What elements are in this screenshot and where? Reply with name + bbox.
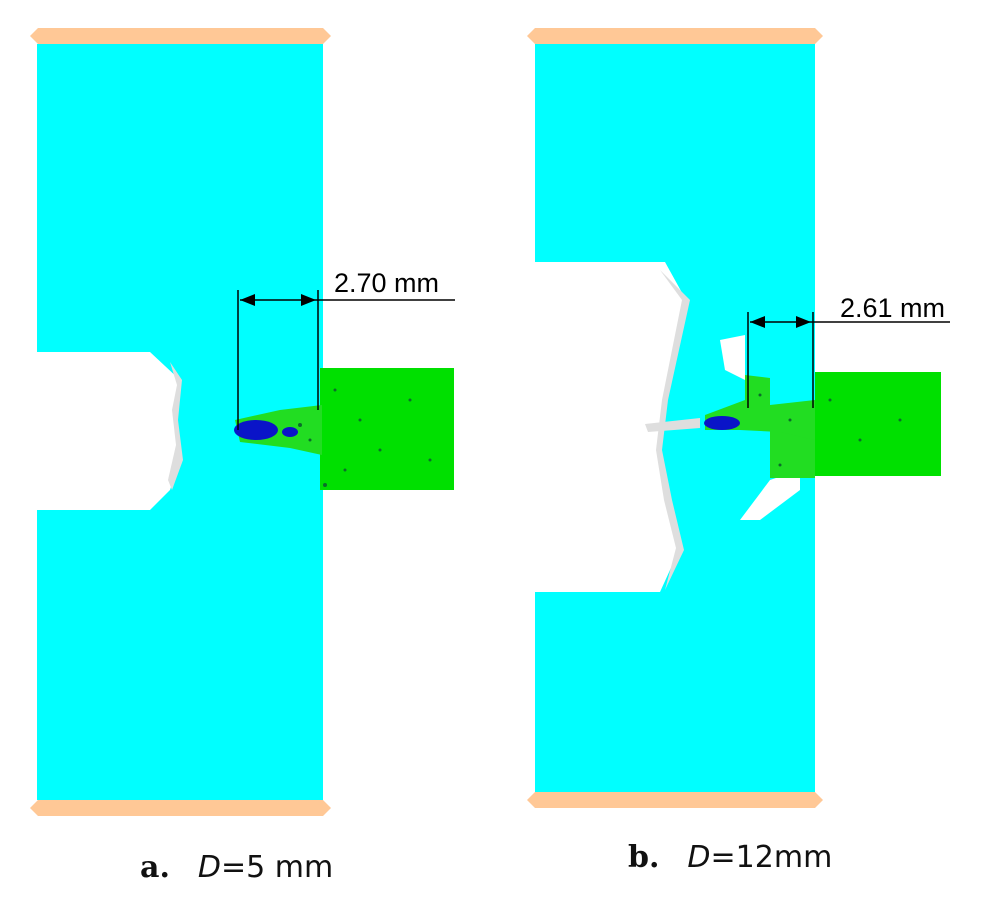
crack-line-b	[645, 418, 700, 432]
top-clamp-a	[30, 28, 331, 44]
bottom-clamp-b	[527, 792, 823, 808]
panel-a: 2.70 mm	[30, 28, 455, 816]
caption-var-a: D	[197, 850, 221, 885]
damage-band-a	[235, 405, 322, 455]
damage-spot-a	[282, 427, 298, 437]
crack-branch-upper-b	[720, 335, 745, 380]
caption-letter-a: a.	[140, 850, 170, 885]
damage-specks-a	[298, 388, 432, 487]
tool-block-b	[815, 372, 941, 476]
caption-letter-b: b.	[628, 840, 660, 875]
specimen-b	[535, 44, 815, 792]
caption-rest-b: =12mm	[710, 840, 833, 875]
damage-core-b	[704, 416, 740, 430]
caption-b: b. D=12mm	[628, 840, 832, 875]
measurement-label-a: 2.70 mm	[334, 268, 439, 298]
measurement-label-b: 2.61 mm	[840, 293, 945, 323]
specimen-a	[37, 44, 323, 800]
caption-a: a. D=5 mm	[140, 850, 333, 885]
tool-block-a	[320, 368, 454, 490]
damage-core-a	[234, 420, 278, 440]
bottom-clamp-a	[30, 800, 331, 816]
crack-branch-lower-b	[740, 470, 800, 520]
top-clamp-b	[527, 28, 823, 44]
panel-b: 2.61 mm	[527, 28, 950, 808]
crack-edge-a	[168, 362, 183, 490]
caption-rest-a: =5 mm	[221, 850, 334, 885]
caption-var-b: D	[687, 840, 711, 875]
damage-specks-b	[758, 393, 902, 467]
